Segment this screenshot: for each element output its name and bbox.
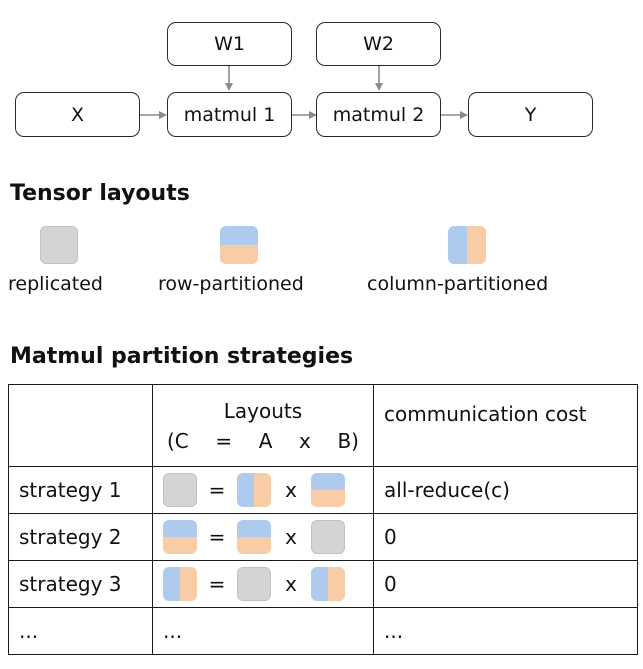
header-empty-cell	[8, 384, 153, 467]
strategy-name: strategy 2	[19, 525, 122, 549]
layout-b-swatch	[311, 473, 345, 507]
node-x-label: X	[70, 103, 85, 126]
strategy-name: strategy 3	[19, 572, 122, 596]
tensor-layouts-title: Tensor layouts	[10, 181, 190, 206]
header-eq-token: x	[299, 428, 311, 453]
layout-a-swatch	[237, 567, 271, 601]
node-w1: W1	[167, 22, 292, 66]
node-w2-label: W2	[363, 33, 394, 55]
node-y: Y	[468, 92, 593, 137]
times-sign: x	[285, 525, 297, 549]
header-eq-token: =	[215, 428, 233, 453]
header-cost-label: communication cost	[384, 401, 587, 426]
legend-column-partitioned-swatch	[448, 226, 486, 264]
header-cost-cell: communication cost	[373, 384, 638, 467]
layout-a-swatch	[237, 520, 271, 554]
strategy-name-cell: strategy 2	[8, 513, 153, 561]
equals-sign: =	[208, 525, 226, 549]
ellipsis-row: ... ... ...	[8, 607, 638, 655]
strategy-name-cell: strategy 3	[8, 560, 153, 608]
strategy-cost: 0	[384, 572, 397, 596]
header-layouts-equation: (C = A x B)	[163, 426, 363, 456]
layout-c-swatch	[163, 473, 197, 507]
strategy-row-1: strategy 1 = x all-reduce(c)	[8, 466, 638, 514]
ellipsis-cell: ...	[373, 607, 638, 655]
times-sign: x	[285, 478, 297, 502]
graph-arrows	[140, 66, 468, 119]
node-w2: W2	[316, 22, 441, 66]
node-w1-label: W1	[214, 33, 245, 55]
node-matmul1: matmul 1	[167, 92, 292, 137]
legend-column-partitioned-label: column-partitioned	[367, 273, 549, 295]
strategy-name: strategy 1	[19, 478, 122, 502]
equals-sign: =	[208, 478, 226, 502]
ellipsis-text: ...	[163, 619, 183, 643]
strategy-row-3: strategy 3 = x 0	[8, 560, 638, 608]
legend-replicated-label: replicated	[8, 273, 103, 295]
layout-b-swatch	[311, 520, 345, 554]
header-eq-token: B)	[337, 428, 359, 453]
legend-replicated-swatch	[40, 226, 78, 264]
node-matmul1-label: matmul 1	[183, 103, 276, 126]
node-matmul2: matmul 2	[316, 92, 441, 137]
legend-row-partitioned-label: row-partitioned	[158, 273, 304, 295]
header-eq-token: A	[258, 428, 273, 453]
strategy-layout-cell: = x	[152, 513, 374, 561]
strategy-cost: all-reduce(c)	[384, 478, 510, 502]
ellipsis-text: ...	[19, 619, 39, 643]
table-header-row: Layouts (C = A x B) communication cost	[8, 384, 638, 467]
strategy-cost-cell: 0	[373, 513, 638, 561]
layout-b-swatch	[311, 567, 345, 601]
strategy-cost-cell: all-reduce(c)	[373, 466, 638, 514]
header-eq-token: (C	[167, 428, 189, 453]
layout-c-swatch	[163, 520, 197, 554]
strategy-layout-cell: = x	[152, 466, 374, 514]
layout-c-swatch	[163, 567, 197, 601]
strategy-row-2: strategy 2 = x 0	[8, 513, 638, 561]
layout-a-swatch	[237, 473, 271, 507]
equals-sign: =	[208, 572, 226, 596]
ellipsis-cell: ...	[8, 607, 153, 655]
header-layouts-cell: Layouts (C = A x B)	[152, 384, 374, 467]
strategies-table: Layouts (C = A x B) communication cost s…	[8, 384, 638, 655]
ellipsis-text: ...	[384, 619, 404, 643]
header-layouts-title: Layouts	[223, 398, 303, 423]
strategy-cost: 0	[384, 525, 397, 549]
times-sign: x	[285, 572, 297, 596]
strategy-layout-cell: = x	[152, 560, 374, 608]
strategy-name-cell: strategy 1	[8, 466, 153, 514]
strategy-cost-cell: 0	[373, 560, 638, 608]
ellipsis-cell: ...	[152, 607, 374, 655]
legend-row-partitioned-swatch	[220, 226, 258, 264]
strategies-title: Matmul partition strategies	[10, 344, 354, 369]
node-x: X	[15, 92, 140, 137]
node-y-label: Y	[524, 103, 537, 126]
node-matmul2-label: matmul 2	[332, 103, 425, 126]
